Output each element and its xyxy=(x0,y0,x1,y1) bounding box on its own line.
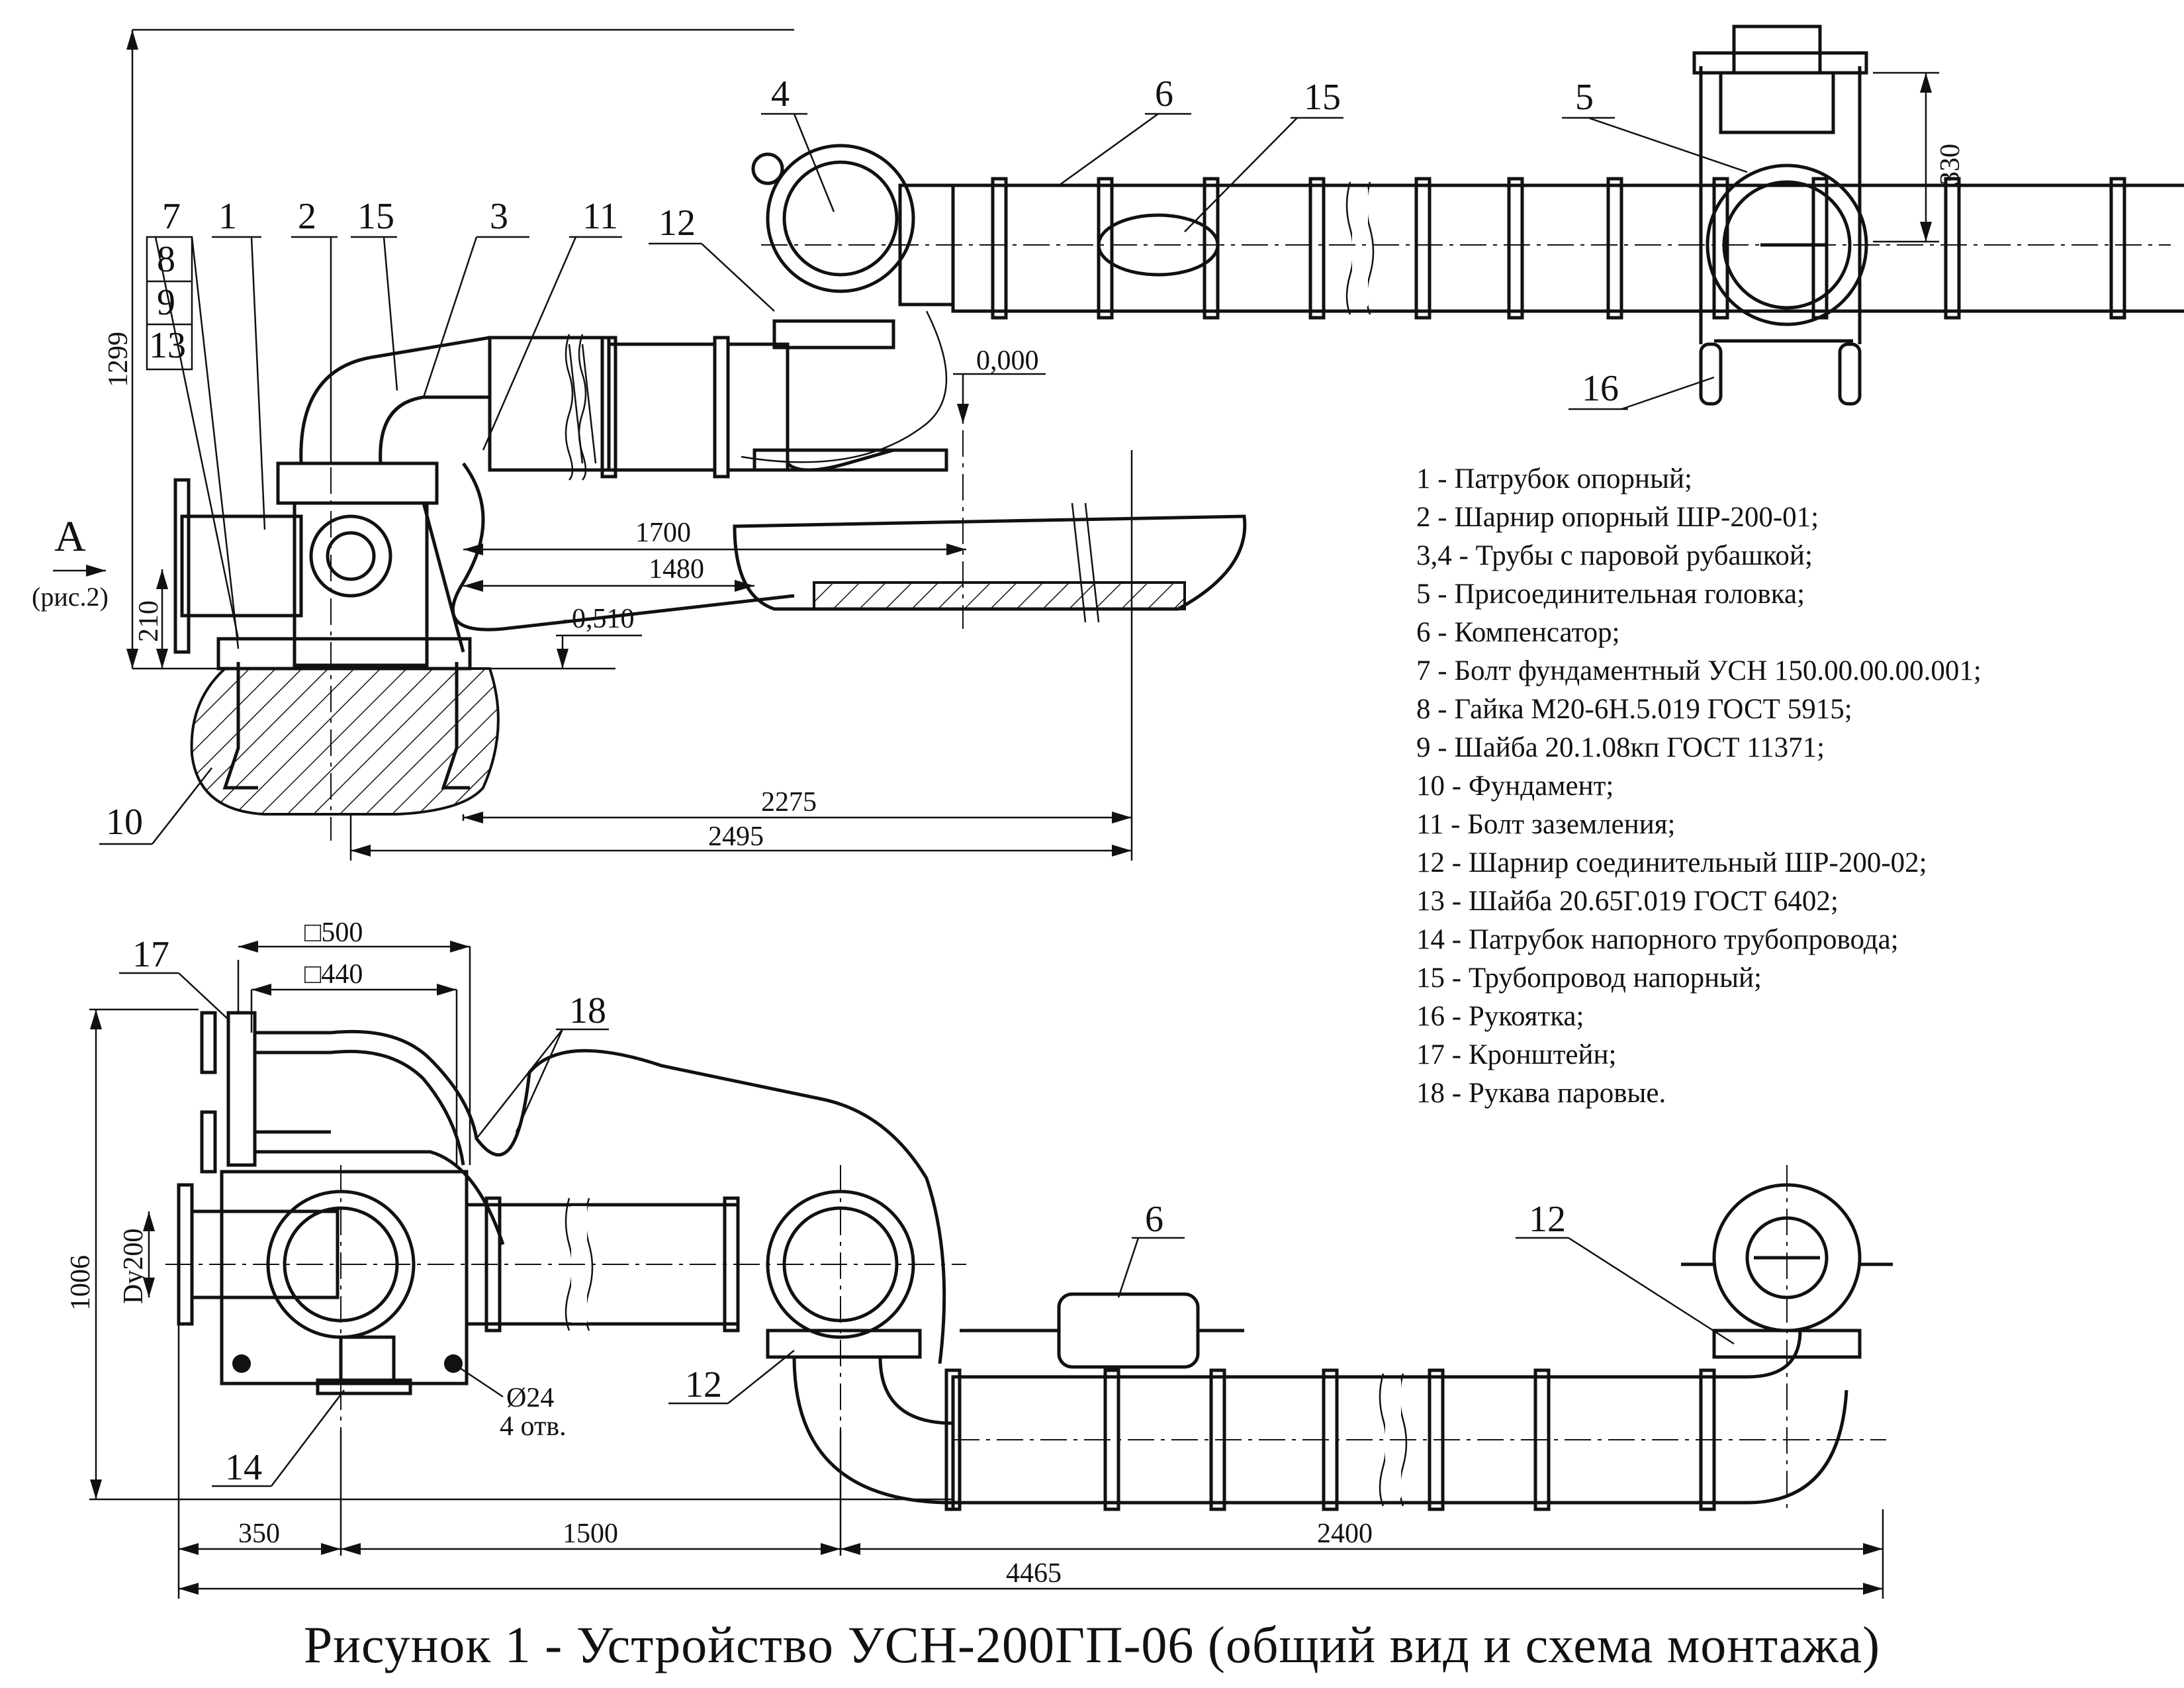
view-letter: A xyxy=(54,512,86,561)
level-zero: 0,000 xyxy=(976,346,1039,376)
dim-dy200: Dy200 xyxy=(118,1229,149,1304)
callout-5: 5 xyxy=(1575,77,1594,118)
dim-1700: 1700 xyxy=(635,518,691,548)
dim-holes-count: 4 отв. xyxy=(500,1411,567,1442)
callout-13: 13 xyxy=(149,325,186,366)
dim-sq500: □500 xyxy=(304,917,363,948)
general-view: 1299 210 1700 1480 0,000 -0,510 2275 249… xyxy=(53,24,2184,861)
legend-item: 1 - Патрубок опорный; xyxy=(1416,463,1692,494)
legend-item: 11 - Болт заземления; xyxy=(1416,809,1676,840)
callout-17: 17 xyxy=(132,934,169,975)
callout-14: 14 xyxy=(225,1447,262,1488)
dim-2400: 2400 xyxy=(1317,1519,1373,1549)
dim-1480: 1480 xyxy=(649,554,704,585)
legend-item: 17 - Кронштейн; xyxy=(1416,1039,1617,1070)
callout-16: 16 xyxy=(1582,368,1619,409)
dimensions-general: 1299 210 1700 1480 0,000 -0,510 2275 249… xyxy=(53,28,1966,861)
dim-2495: 2495 xyxy=(708,821,764,852)
callout-11: 11 xyxy=(582,196,618,237)
legend-item: 15 - Трубопровод напорный; xyxy=(1416,962,1762,994)
legend-item: 8 - Гайка М20-6Н.5.019 ГОСТ 5915; xyxy=(1416,694,1852,725)
callout-6a: 6 xyxy=(1155,73,1173,115)
level-minus: -0,510 xyxy=(563,604,635,634)
legend-item: 9 - Шайба 20.1.08кп ГОСТ 11371; xyxy=(1416,732,1825,763)
parts-legend: 1 - Патрубок опорный; 2 - Шарнир опорный… xyxy=(1416,460,2164,1113)
view-a-label: A (рис.2) xyxy=(32,515,109,612)
dim-330: 330 xyxy=(1935,144,1966,185)
callout-15a: 15 xyxy=(357,196,394,237)
dim-sq440: □440 xyxy=(304,959,363,990)
dimensions-installation: □500 □440 1006 Dy200 Ø24 4 отв. 350 1500… xyxy=(66,917,1884,1599)
dim-4465: 4465 xyxy=(1006,1558,1062,1589)
dim-210: 210 xyxy=(134,600,164,642)
callout-12c: 12 xyxy=(685,1364,722,1405)
legend-item: 14 - Патрубок напорного трубопровода; xyxy=(1416,924,1899,955)
callouts-installation: 17 18 6 12 12 14 xyxy=(119,934,1735,1488)
callout-10: 10 xyxy=(106,802,143,843)
callout-7: 7 xyxy=(162,196,181,237)
callout-6b: 6 xyxy=(1145,1199,1163,1240)
callout-18: 18 xyxy=(569,990,606,1031)
dim-2275: 2275 xyxy=(761,787,817,818)
figure-caption: Рисунок 1 - Устройство УСН-200ГП-06 (общ… xyxy=(303,1616,1881,1673)
legend-item: 16 - Рукоятка; xyxy=(1416,1001,1584,1032)
legend-item: 3,4 - Трубы с паровой рубашкой; xyxy=(1416,540,1813,571)
callout-12b: 12 xyxy=(1529,1199,1566,1240)
dim-1500: 1500 xyxy=(563,1519,618,1549)
legend-item: 6 - Компенсатор; xyxy=(1416,617,1620,648)
dim-1299: 1299 xyxy=(103,332,134,387)
legend-item: 10 - Фундамент; xyxy=(1416,771,1614,802)
callout-15b: 15 xyxy=(1304,77,1341,118)
callout-12a: 12 xyxy=(659,203,696,244)
dim-350: 350 xyxy=(238,1519,280,1549)
legend-item: 12 - Шарнир соединительный ШР-200-02; xyxy=(1416,847,1927,878)
legend-item: 5 - Присоединительная головка; xyxy=(1416,579,1805,610)
dim-1006: 1006 xyxy=(66,1255,96,1311)
callout-3: 3 xyxy=(490,196,508,237)
legend-item: 2 - Шарнир опорный ШР-200-01; xyxy=(1416,502,1819,533)
dim-hole: Ø24 xyxy=(506,1383,554,1413)
callout-1: 1 xyxy=(218,196,237,237)
legend-item: 18 - Рукава паровые. xyxy=(1416,1078,1666,1109)
foundation xyxy=(190,667,500,816)
callout-4: 4 xyxy=(771,73,790,115)
view-ref: (рис.2) xyxy=(32,582,109,612)
legend-item: 7 - Болт фундаментный УСН 150.00.00.00.0… xyxy=(1416,655,1981,686)
installation-view: □500 □440 1006 Dy200 Ø24 4 отв. 350 1500… xyxy=(66,917,1893,1599)
callout-2: 2 xyxy=(298,196,316,237)
legend-item: 13 - Шайба 20.65Г.019 ГОСТ 6402; xyxy=(1416,886,1839,917)
callouts-general: 7 1 2 15 3 11 12 4 6 15 5 16 10 8 9 13 xyxy=(99,73,1748,845)
